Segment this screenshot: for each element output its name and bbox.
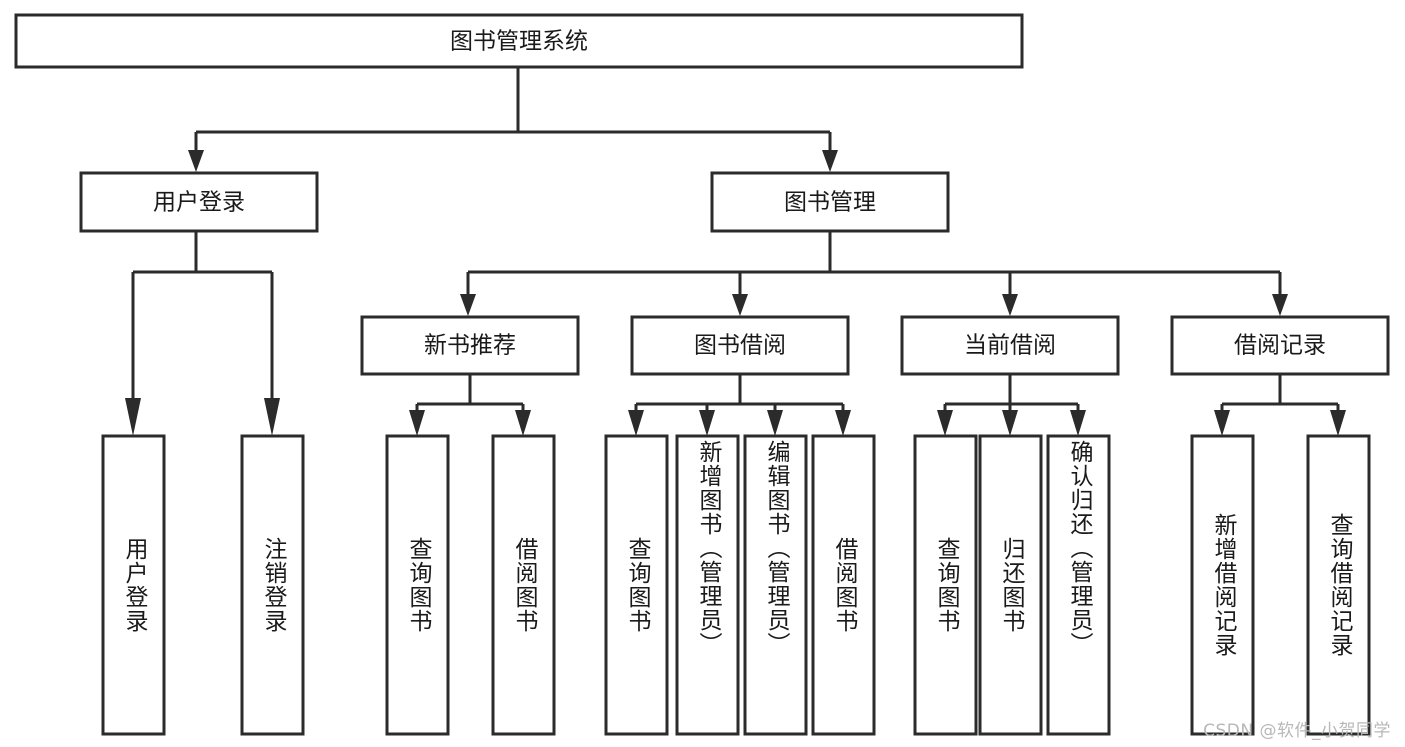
label-user-login: 用户登录 <box>153 190 245 216</box>
node-leaf-query-book-c[interactable] <box>913 434 978 736</box>
node-book-borrow[interactable] <box>630 315 850 376</box>
arrowhead-leaf-query-book-a <box>409 410 425 436</box>
node-leaf-query-book-b[interactable] <box>604 434 669 736</box>
node-new-book-rec[interactable] <box>360 315 580 376</box>
node-leaf-return-book[interactable] <box>978 434 1043 736</box>
arrowhead-book-manage <box>822 150 838 172</box>
node-leaf-logout[interactable] <box>240 434 305 736</box>
connector-group <box>125 67 1346 436</box>
node-leaf-edit-book[interactable] <box>743 434 808 736</box>
arrowhead-leaf-return-book <box>1002 410 1018 436</box>
arrowhead-leaf-user-login <box>125 398 141 436</box>
node-leaf-query-book-a[interactable] <box>385 434 450 736</box>
arrowhead-leaf-add-record <box>1214 410 1230 436</box>
arrowhead-borrowrecord <box>1272 294 1288 316</box>
node-leaf-add-record[interactable] <box>1190 434 1255 736</box>
label-borrow-record: 借阅记录 <box>1234 333 1326 359</box>
arrowhead-leaf-query-record <box>1330 410 1346 436</box>
arrowhead-leaf-borrow-book-b <box>835 410 851 436</box>
label-root: 图书管理系统 <box>450 29 588 55</box>
label-current-borrow: 当前借阅 <box>964 333 1056 359</box>
arrowhead-leaf-query-book-b <box>628 410 644 436</box>
arrowhead-user-login <box>188 150 204 172</box>
node-book-manage[interactable] <box>710 171 950 233</box>
node-user-login[interactable] <box>79 171 319 233</box>
arrowhead-leaf-logout <box>264 398 280 436</box>
arrowhead-leaf-edit-book <box>767 410 783 436</box>
node-label-group: 图书管理系统 用户登录 图书管理 新书推荐 图书借阅 当前借阅 借阅记录 <box>153 29 1326 359</box>
node-leaf-query-record[interactable] <box>1306 434 1371 736</box>
arrowhead-bookborrow <box>732 294 748 316</box>
label-book-manage: 图书管理 <box>784 190 876 216</box>
node-leaf-user-login[interactable] <box>101 434 166 736</box>
node-box-group <box>14 13 1390 736</box>
node-leaf-confirm-return[interactable] <box>1046 434 1111 736</box>
arrowhead-newbook <box>460 294 476 316</box>
label-new-book-rec: 新书推荐 <box>424 333 516 359</box>
node-borrow-record[interactable] <box>1170 315 1390 376</box>
arrowhead-leaf-add-book <box>699 410 715 436</box>
label-book-borrow: 图书借阅 <box>694 333 786 359</box>
arrowhead-leaf-borrow-book-a <box>515 410 531 436</box>
node-leaf-borrow-book-a[interactable] <box>491 434 556 736</box>
node-leaf-add-book[interactable] <box>675 434 740 736</box>
arrowhead-leaf-confirm-return <box>1070 410 1086 436</box>
node-leaf-borrow-book-b[interactable] <box>811 434 876 736</box>
arrowhead-currentborrow <box>1002 294 1018 316</box>
node-current-borrow[interactable] <box>900 315 1120 376</box>
node-root[interactable] <box>14 13 1024 69</box>
arrowhead-leaf-query-book-c <box>937 410 953 436</box>
